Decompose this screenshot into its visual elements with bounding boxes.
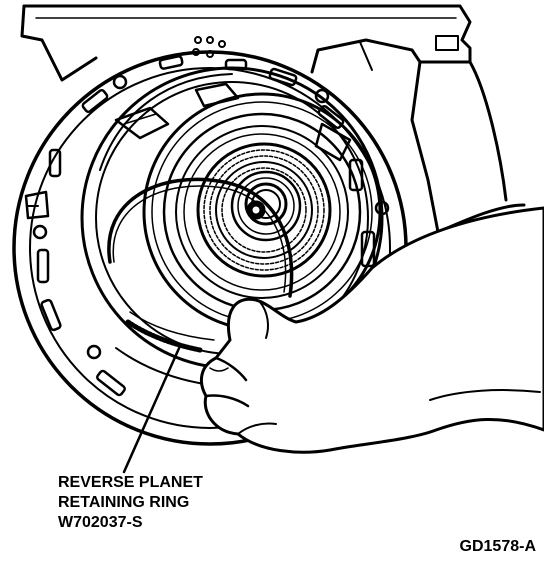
callout-label: REVERSE PLANET RETAINING RING W702037-S xyxy=(58,473,203,533)
callout-line-2: RETAINING RING xyxy=(58,494,190,511)
technician-hand xyxy=(199,206,544,454)
callout-leader-line xyxy=(122,344,182,474)
callout-line-1: REVERSE PLANET xyxy=(58,474,203,491)
callout-part-number: W702037-S xyxy=(58,514,143,531)
transmission-case xyxy=(20,4,526,234)
retaining-ring xyxy=(107,177,294,298)
figure-id: GD1578-A xyxy=(459,538,536,555)
